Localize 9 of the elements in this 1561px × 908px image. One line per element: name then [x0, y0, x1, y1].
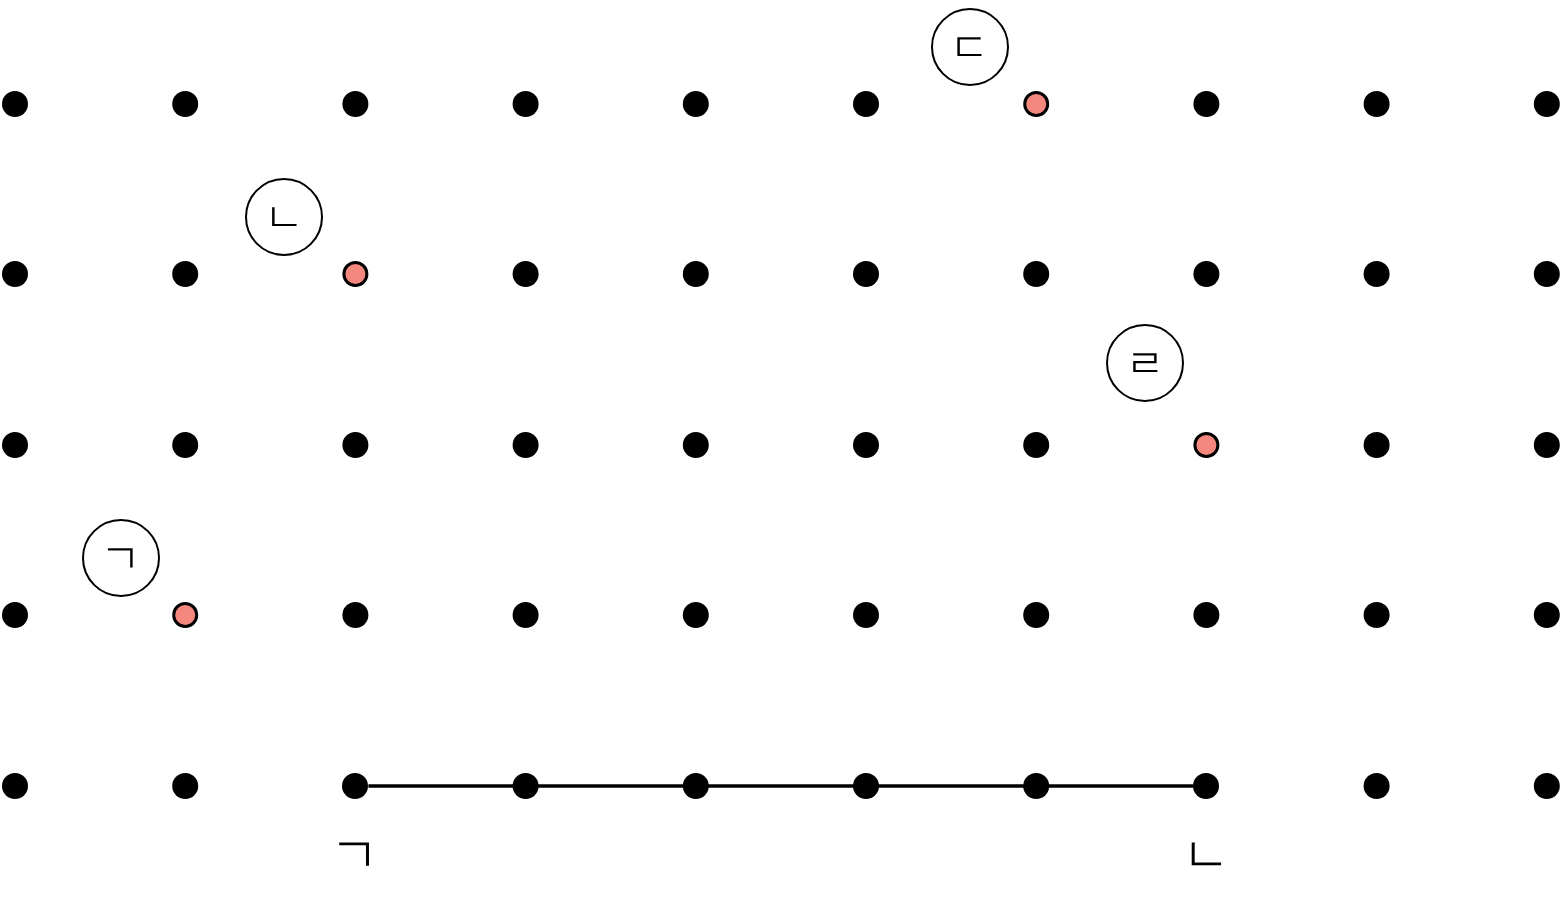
circled-label: ㄹ: [1106, 324, 1184, 402]
circled-label: ㄴ: [245, 178, 323, 256]
point-label: ㄴ: [1182, 830, 1231, 878]
line-segment: [368, 784, 1194, 788]
grid-dot: [1193, 773, 1220, 799]
circled-label: ㄱ: [82, 519, 160, 597]
point-label: ㄱ: [331, 830, 380, 878]
circled-label: ㄷ: [931, 8, 1009, 86]
grid-dot: [342, 773, 369, 799]
